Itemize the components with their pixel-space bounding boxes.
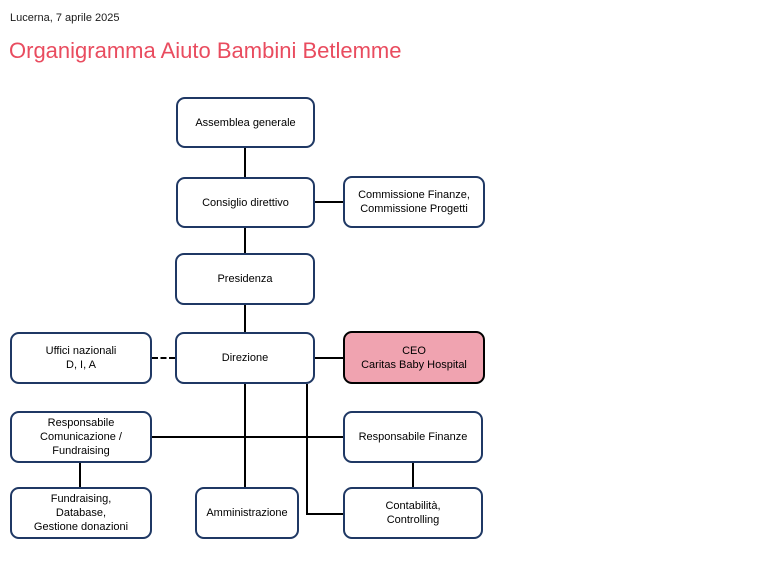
connector-assemblea-consiglio [244,148,246,178]
page-title: Organigramma Aiuto Bambini Betlemme [9,38,402,63]
connector-uffici-direzione-dashed [152,357,175,359]
org-node-contabilita-controlling: Contabilità, Controlling [343,487,483,539]
connector-direzione-ceo [315,357,343,359]
org-node-consiglio-direttivo: Consiglio direttivo [176,177,315,228]
connector-respcom-fundraising [79,463,81,487]
connector-consiglio-commissioni [315,201,343,203]
org-node-responsabile-finanze: Responsabile Finanze [343,411,483,463]
org-node-presidenza: Presidenza [175,253,315,305]
org-node-uffici-nazionali: Uffici nazionali D, I, A [10,332,152,384]
connector-respfin-contabilita [412,463,414,487]
connector-presidenza-direzione [244,305,246,333]
slide-date: Lucerna, 7 aprile 2025 [10,12,120,24]
org-node-amministrazione: Amministrazione [195,487,299,539]
connector-consiglio-presidenza [244,228,246,254]
connector-responsabili-horizontal [152,436,343,438]
org-node-commissioni: Commissione Finanze, Commissione Progett… [343,176,485,228]
connector-direzione-contabilita-horizontal [306,513,343,515]
org-node-assemblea-generale: Assemblea generale [176,97,315,148]
connector-direzione-amministrazione [244,384,246,487]
org-node-ceo-caritas: CEO Caritas Baby Hospital [343,331,485,384]
org-node-responsabile-comunicazione: Responsabile Comunicazione / Fundraising [10,411,152,463]
connector-direzione-contabilita-vertical [306,384,308,515]
org-node-fundraising-database: Fundraising, Database, Gestione donazion… [10,487,152,539]
org-node-direzione: Direzione [175,332,315,384]
